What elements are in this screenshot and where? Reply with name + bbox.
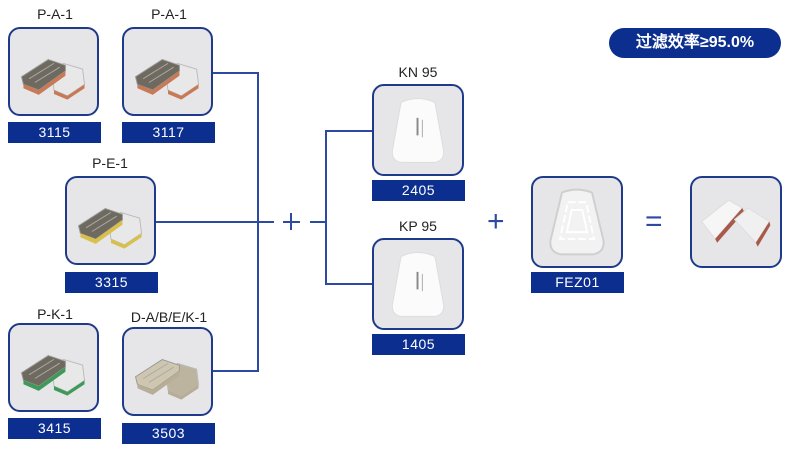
connector-line (213, 370, 259, 372)
pad-type-label: KP 95 (399, 218, 437, 234)
filter-code-label: 3117 (122, 122, 215, 143)
connector-line (156, 221, 259, 223)
connector-line (325, 130, 327, 284)
filter-code-label: 3503 (122, 423, 215, 444)
connector-line (325, 130, 373, 132)
connector-line (310, 221, 327, 223)
cartridge-icon (20, 59, 86, 100)
cartridge-shape (134, 59, 200, 100)
cartridge-shape (20, 59, 86, 100)
cartridge-shape (134, 359, 200, 400)
cartridge-shape (20, 355, 86, 396)
filter-card-3117[interactable] (122, 27, 213, 116)
filter-type-label: D-A/B/E/K-1 (130, 309, 208, 325)
filter-card-3503[interactable] (122, 327, 213, 416)
filter-type-label: P-E-1 (92, 155, 128, 171)
filter-pad-icon (391, 98, 445, 163)
pad-code-label: 2405 (372, 180, 465, 201)
connector-line (213, 72, 259, 74)
result-card[interactable] (690, 176, 782, 268)
cartridge-icon (134, 359, 200, 400)
connector-line (325, 283, 373, 285)
cover-card-fez01[interactable] (531, 176, 623, 268)
plus-icon (290, 213, 292, 230)
pad-code-label: 1405 (372, 334, 465, 355)
filter-code-label: 3115 (8, 122, 101, 143)
filter-cover-icon (549, 188, 605, 256)
filter-card-3115[interactable] (8, 27, 99, 116)
filter-pad-icon (391, 252, 445, 317)
filter-type-label: P-K-1 (37, 306, 73, 322)
pad-card-2405[interactable] (372, 84, 464, 176)
cover-code-label: FEZ01 (531, 272, 624, 293)
assembled-filter-icon (700, 199, 771, 247)
filter-type-label: P-A-1 (37, 6, 73, 22)
filter-code-label: 3315 (65, 272, 158, 293)
connector-line (259, 221, 274, 223)
filter-code-label: 3415 (8, 418, 101, 439)
cartridge-icon (20, 355, 86, 396)
cartridge-icon (77, 208, 143, 249)
equals-operator: = (645, 205, 663, 238)
pad-card-1405[interactable] (372, 238, 464, 330)
efficiency-badge: 过滤效率≥95.0% (609, 28, 781, 58)
plus-operator: + (487, 205, 505, 238)
cartridge-shape (77, 208, 143, 249)
cartridge-icon (134, 59, 200, 100)
pad-type-label: KN 95 (398, 64, 438, 80)
filter-type-label: P-A-1 (151, 6, 187, 22)
filter-card-3415[interactable] (8, 323, 99, 412)
filter-card-3315[interactable] (65, 176, 156, 265)
